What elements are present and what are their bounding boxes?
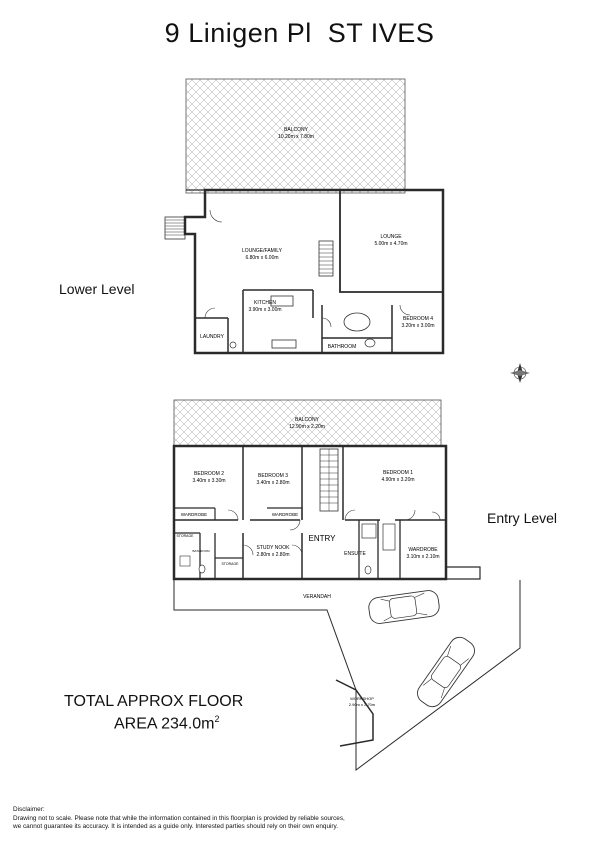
- room-dims: 3.10m x 2.10m: [406, 554, 439, 560]
- room-dims: 4.90m x 3.20m: [381, 477, 414, 483]
- room-dims: 10.20m x 7.80m: [278, 134, 314, 140]
- room-name: BEDROOM 3: [258, 473, 288, 479]
- door-swing-icon: [227, 509, 441, 556]
- disclaimer-heading: Disclaimer:: [13, 806, 45, 813]
- total-area-unit: 2: [214, 714, 220, 724]
- room-name: STUDY NOOK: [257, 545, 291, 551]
- room-dims: 2.80m x 2.80m: [256, 552, 289, 558]
- stairs-icon: [318, 240, 334, 277]
- room-name: LAUNDRY: [200, 334, 224, 340]
- car-icon: [417, 636, 475, 708]
- room-dims: 3.90m x 3.00m: [248, 307, 281, 313]
- compass-icon: [510, 363, 530, 383]
- room-name: BEDROOM 1: [383, 470, 413, 476]
- room-name: BEDROOM 2: [194, 471, 224, 477]
- room-dims: 5.00m x 4.70m: [374, 241, 407, 247]
- balcony-entry-area: [173, 399, 442, 447]
- room-name: WARDROBE: [181, 512, 207, 517]
- car-icon: [368, 590, 440, 624]
- room-name: WORKSHOP: [350, 696, 374, 701]
- total-area-line1: TOTAL APPROX FLOOR: [64, 693, 244, 710]
- room-name: LOUNGE/FAMILY: [242, 248, 283, 254]
- stairs-icon: [164, 216, 186, 240]
- entry-level-label: Entry Level: [487, 510, 558, 526]
- room-name: BATHROOM: [192, 549, 210, 553]
- page-title: 9 Linigen Pl ST IVES: [164, 18, 435, 48]
- room-name: BALCONY: [284, 127, 309, 133]
- room-name: STORAGE: [221, 562, 239, 566]
- lower-level-label: Lower Level: [59, 281, 135, 297]
- total-area-value: AREA 234.0m: [114, 715, 215, 733]
- verandah-outline: [173, 579, 521, 771]
- room-name: BALCONY: [295, 417, 320, 423]
- room-dims: 2.90m x 2.70m: [349, 702, 376, 707]
- total-area-line2: AREA 234.0m2: [114, 714, 220, 733]
- room-dims: 3.40m x 3.30m: [192, 478, 225, 484]
- room-name: BEDROOM 4: [403, 316, 433, 322]
- workshop-outline: [335, 679, 374, 747]
- room-name: ENTRY: [309, 534, 337, 543]
- room-dims: 3.40m x 2.80m: [256, 480, 289, 486]
- disclaimer-line1: Drawing not to scale. Please note that w…: [13, 814, 345, 822]
- room-name: KITCHEN: [254, 300, 276, 306]
- disclaimer: Disclaimer: Drawing not to scale. Please…: [13, 806, 583, 832]
- disclaimer-line2: we cannot guarantee its accuracy. It is …: [13, 823, 339, 831]
- room-dims: 6.80m x 6.00m: [245, 255, 278, 261]
- balcony-lower-area: [185, 78, 406, 194]
- stairs-icon: [319, 448, 339, 512]
- room-dims: 3.20m x 3.00m: [401, 323, 434, 329]
- kitchen-bench: [270, 295, 294, 307]
- room-name: WARDROBE: [408, 547, 438, 553]
- lower-level-plan: BALCONY 10.20m x 7.80m LOUNGE/FAMILY 6.8…: [164, 78, 445, 355]
- room-name: BATHROOM: [328, 344, 357, 350]
- room-name: ENSUITE: [344, 551, 366, 557]
- room-dims: 12.90m x 2.20m: [289, 424, 325, 430]
- room-name: LOUNGE: [380, 234, 402, 240]
- door-swing-icon: [204, 209, 411, 328]
- room-name: STORAGE: [176, 534, 194, 538]
- room-name: WARDROBE: [272, 512, 298, 517]
- entry-level-plan: BALCONY 12.90m x 2.20m BEDROOM 2 3.40m x…: [172, 399, 521, 771]
- room-name: VERANDAH: [303, 594, 331, 600]
